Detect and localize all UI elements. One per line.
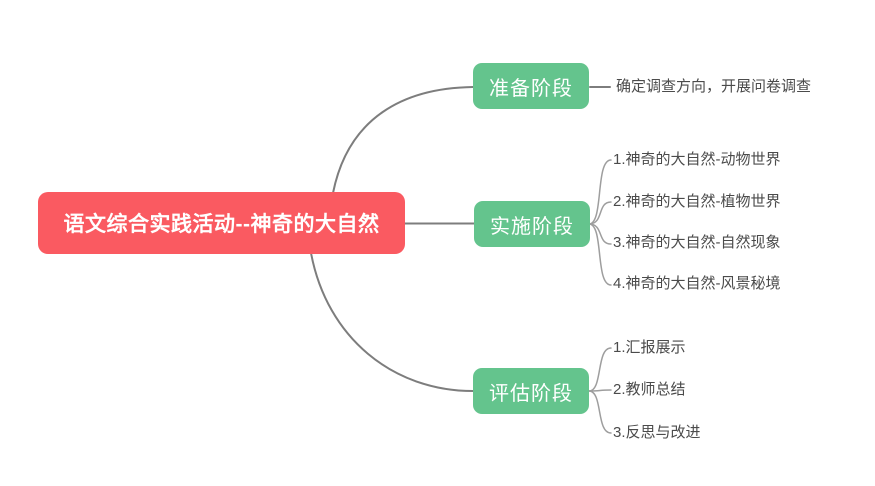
edge-impl-to-child-4 [588,223,612,286]
leaf-item-scenic-secrets[interactable]: 4.神奇的大自然-风景秘境 [613,275,781,292]
leaf-item-survey-direction[interactable]: 确定调查方向，开展问卷调查 [616,78,812,95]
root-node[interactable]: 语文综合实践活动--神奇的大自然 [38,192,405,254]
edge-impl-to-child-1 [588,159,612,225]
leaf-item-teacher-summary[interactable]: 2.教师总结 [613,381,686,398]
leaf-item-plant-world[interactable]: 2.神奇的大自然-植物世界 [613,193,781,210]
edge-eval-to-child-2 [588,389,612,392]
edge-impl-to-child-2 [588,201,612,225]
edge-root-to-prep [332,86,474,194]
leaf-item-reflection-improvement[interactable]: 3.反思与改进 [613,424,701,441]
edge-eval-to-child-3 [588,390,612,434]
branch-node-implementation-stage[interactable]: 实施阶段 [474,201,590,247]
leaf-item-report-presentation[interactable]: 1.汇报展示 [613,339,686,356]
leaf-item-natural-phenomena[interactable]: 3.神奇的大自然-自然现象 [613,234,781,251]
edge-impl-to-child-3 [588,223,612,245]
branch-node-preparation-stage[interactable]: 准备阶段 [473,63,589,109]
edge-eval-to-child-1 [588,347,612,392]
branch-node-evaluation-stage[interactable]: 评估阶段 [473,368,589,414]
leaf-item-animal-world[interactable]: 1.神奇的大自然-动物世界 [613,151,781,168]
edge-root-to-eval [310,252,474,392]
